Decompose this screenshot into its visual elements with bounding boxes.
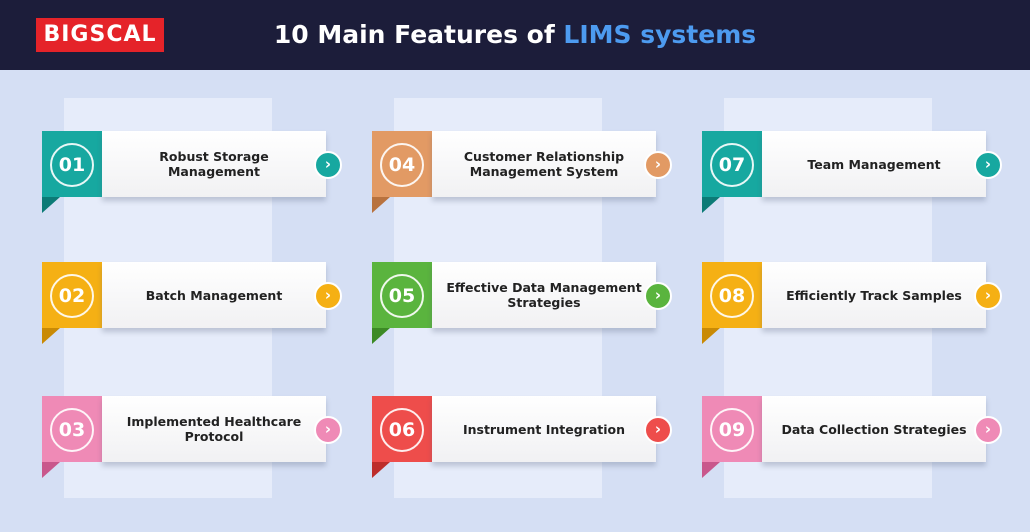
feature-number-badge: 08 xyxy=(702,262,762,328)
feature-label: Implemented Healthcare Protocol xyxy=(102,396,326,462)
feature-label: Data Collection Strategies xyxy=(762,396,986,462)
feature-label: Efficiently Track Samples xyxy=(762,262,986,328)
feature-number: 07 xyxy=(710,143,754,187)
title-prefix: 10 Main Features of xyxy=(273,20,564,49)
feature-number: 05 xyxy=(380,274,424,318)
feature-number-badge: 02 xyxy=(42,262,102,328)
feature-number-badge: 06 xyxy=(372,396,432,462)
badge-tail-fold xyxy=(702,328,720,344)
badge-tail-fold xyxy=(42,197,60,213)
chevron-right-icon[interactable]: › xyxy=(314,151,342,179)
chevron-right-icon[interactable]: › xyxy=(974,282,1002,310)
chevron-right-icon[interactable]: › xyxy=(974,416,1002,444)
feature-label: Customer Relationship Management System xyxy=(432,131,656,197)
badge-tail-fold xyxy=(702,197,720,213)
chevron-right-icon[interactable]: › xyxy=(644,282,672,310)
feature-number: 09 xyxy=(710,408,754,452)
feature-number-badge: 01 xyxy=(42,131,102,197)
feature-number: 08 xyxy=(710,274,754,318)
feature-number-badge: 09 xyxy=(702,396,762,462)
page-title: 10 Main Features of LIMS systems xyxy=(0,20,1030,49)
badge-tail-fold xyxy=(372,328,390,344)
badge-tail-fold xyxy=(372,462,390,478)
feature-number-badge: 04 xyxy=(372,131,432,197)
badge-tail-fold xyxy=(42,328,60,344)
badge-tail-fold xyxy=(702,462,720,478)
feature-label: Effective Data Management Strategies xyxy=(432,262,656,328)
chevron-right-icon[interactable]: › xyxy=(314,416,342,444)
feature-label: Team Management xyxy=(762,131,986,197)
feature-number: 02 xyxy=(50,274,94,318)
feature-label: Robust Storage Management xyxy=(102,131,326,197)
feature-number: 04 xyxy=(380,143,424,187)
feature-number: 01 xyxy=(50,143,94,187)
chevron-right-icon[interactable]: › xyxy=(644,416,672,444)
header-bar: BIGSCAL 10 Main Features of LIMS systems xyxy=(0,0,1030,70)
badge-tail-fold xyxy=(42,462,60,478)
chevron-right-icon[interactable]: › xyxy=(644,151,672,179)
feature-number-badge: 07 xyxy=(702,131,762,197)
feature-label: Batch Management xyxy=(102,262,326,328)
feature-number-badge: 05 xyxy=(372,262,432,328)
badge-tail-fold xyxy=(372,197,390,213)
feature-number: 03 xyxy=(50,408,94,452)
feature-label: Instrument Integration xyxy=(432,396,656,462)
bigscal-logo[interactable]: BIGSCAL xyxy=(36,18,164,52)
feature-number: 06 xyxy=(380,408,424,452)
feature-number-badge: 03 xyxy=(42,396,102,462)
chevron-right-icon[interactable]: › xyxy=(974,151,1002,179)
title-highlight: LIMS systems xyxy=(563,20,757,49)
chevron-right-icon[interactable]: › xyxy=(314,282,342,310)
